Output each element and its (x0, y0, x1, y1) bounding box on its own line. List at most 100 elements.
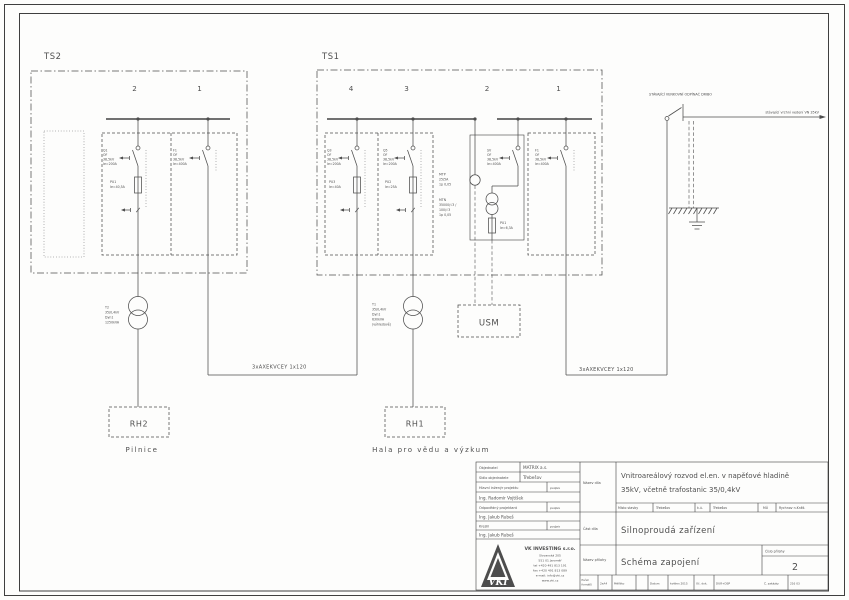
ts1-bay4-number: 4 (349, 84, 354, 93)
ts1-bay3-fuse-icon (409, 176, 417, 194)
svg-text:35/0,4kV: 35/0,4kV (105, 311, 120, 315)
ts1-bay1-number: 1 (556, 84, 561, 93)
company-logo-text: VKI (488, 578, 508, 588)
tb-designer-name: Ing. Jakub Rubeš (479, 515, 514, 520)
tb-project-label: Název díla (583, 481, 601, 485)
svg-text:Úč. dok.: Úč. dok. (696, 581, 707, 586)
tb-footer-format: Počet (582, 578, 589, 582)
ts2-bay2-switch-icon (118, 116, 147, 297)
svg-text:MÚ: MÚ (763, 505, 769, 510)
ts2-substation: TS2 2 1 Q1 OF 38,5kV Ie=200A PU1 Ie=40,5… (30, 51, 248, 454)
ts1-usm-label: USM (479, 319, 499, 329)
ts2-bay-cubicles (101, 132, 238, 256)
svg-text:Ie=200A: Ie=200A (103, 162, 118, 166)
svg-text:formátů: formátů (582, 583, 593, 587)
svg-text:38,5kV: 38,5kV (383, 158, 395, 162)
svg-text:Ie=400A: Ie=400A (487, 162, 502, 166)
ts2-caption: Pilnice (126, 446, 159, 454)
tb-location-label: Místo stavby (618, 506, 638, 510)
tb-attachment-number: 2 (792, 562, 798, 573)
ts2-aux-cubicle (43, 130, 85, 258)
svg-text:216 03: 216 03 (790, 582, 800, 586)
overhead-line-section: STÁVAJÍCÍ VENKOVNÍ ODPÍNAČ DRIBO stávají… (649, 92, 826, 375)
ts2-transformer-label: T2 (104, 306, 109, 310)
tb-client-value: MATRIX a.s. (523, 465, 547, 470)
ts1-bay2-switch-icon (491, 116, 521, 193)
cable-label-left: 3xAXEKVCEY 1x120 (252, 365, 307, 371)
ts1-bay1-cubicle (527, 132, 596, 256)
ts2-bay1-switch-icon (188, 116, 217, 375)
ts1-bay3-fuse-label: PU2 (385, 180, 391, 184)
ts2-rh2-label: RH2 (130, 420, 148, 429)
svg-text:OF: OF (173, 153, 178, 157)
ts2-bay2-fuse-icon (134, 176, 142, 194)
svg-text:tel +420 491 813 191: tel +420 491 813 191 (533, 564, 566, 568)
overhead-line-arrow-icon (819, 115, 826, 119)
svg-text:OF: OF (327, 153, 332, 157)
ts1-mtn-label: MTN (439, 198, 447, 202)
svg-text:www.vki.cz: www.vki.cz (542, 579, 559, 583)
svg-text:Ie=400A: Ie=400A (173, 162, 188, 166)
svg-text:1250kVA: 1250kVA (105, 321, 120, 325)
svg-text:e-mail: info@vki.cz: e-mail: info@vki.cz (536, 574, 565, 578)
earth-symbol-icon (689, 208, 705, 230)
svg-text:k.ú.: k.ú. (697, 506, 703, 510)
ts1-current-transformer-icon (469, 117, 481, 305)
svg-text:Měřítko: Měřítko (614, 582, 625, 586)
ts1-bay1-switch-icon (546, 116, 575, 375)
svg-text:květen 2015: květen 2015 (670, 582, 688, 586)
svg-text:630kVA: 630kVA (372, 318, 385, 322)
ts1-bay3-switch-label: Q5 (383, 149, 388, 153)
svg-text:(výhledově): (výhledově) (372, 323, 391, 327)
ts1-caption: Hala pro vědu a výzkum (372, 446, 490, 454)
svg-text:38,5kV: 38,5kV (173, 158, 185, 162)
ts2-bay1-switch-label: F1 (173, 149, 177, 153)
svg-text:Datum: Datum (650, 582, 660, 586)
svg-text:OF: OF (487, 153, 492, 157)
ts2-title: TS2 (43, 51, 62, 61)
tb-drawn-name: Ing. Jakub Rubeš (479, 533, 514, 538)
tb-chief-engineer-name: Ing. Radomír Vojtíšek (479, 496, 524, 501)
ts1-title: TS1 (321, 51, 340, 61)
svg-text:OF: OF (103, 153, 108, 157)
tb-part-label: Část díla (583, 526, 598, 531)
svg-text:Ie=6,3A: Ie=6,3A (500, 226, 514, 230)
tb-signature-2: podpis (549, 506, 560, 510)
tb-attachment-value: Schéma zapojení (621, 557, 700, 568)
ts1-voltage-transformer-icon (485, 192, 499, 305)
company-name: VK INVESTING s.r.o. (524, 546, 575, 552)
inner-drawing-frame (19, 13, 829, 592)
cable-label-right: 3xAXEKVCEY 1x120 (579, 367, 634, 373)
ts2-rh2-box (108, 406, 170, 438)
svg-text:100/√3: 100/√3 (439, 208, 450, 212)
outer-sheet-border (4, 4, 845, 596)
svg-text:551 01 Jaroměř: 551 01 Jaroměř (538, 559, 562, 563)
ground-icon (668, 207, 719, 215)
tb-part-value: Silnoproudá zařízení (621, 526, 716, 536)
ts1-bay43-cubicles (324, 132, 434, 256)
ts1-transformer-icon (403, 296, 423, 407)
tb-signature-1: podpis (549, 486, 560, 490)
tb-drawn-label: Kreslil (479, 525, 489, 529)
tb-designer-label: Odpovědný projektant (479, 506, 518, 510)
title-block-border (475, 461, 829, 591)
tb-project-title-1: Vnitroareálový rozvod el.en. v napěťové … (621, 471, 789, 480)
overhead-line-label: stávající vrchní vedení VN 35kV (765, 111, 819, 115)
ts1-boundary (316, 69, 603, 276)
svg-text:2xA4: 2xA4 (600, 582, 607, 586)
ts1-measuring-cubicle (469, 134, 525, 241)
ts1-bay3-number: 3 (404, 84, 409, 93)
svg-text:OF: OF (535, 153, 540, 157)
tb-client-label: Objednatel (479, 466, 498, 470)
pole-icon (688, 121, 694, 208)
svg-text:Č. zakázky: Č. zakázky (764, 581, 779, 586)
ts1-rh1-box (384, 406, 446, 438)
svg-text:Ie=200A: Ie=200A (383, 162, 398, 166)
ts1-bay2-number: 2 (485, 84, 490, 93)
svg-text:1p 0,05: 1p 0,05 (439, 183, 451, 187)
svg-text:Dyn1: Dyn1 (105, 316, 113, 320)
tb-signature-3: podpis (549, 525, 560, 529)
ts1-mtp-label: MTP (439, 173, 446, 177)
tb-client-seat-label: Sídlo objednatele (479, 476, 508, 480)
